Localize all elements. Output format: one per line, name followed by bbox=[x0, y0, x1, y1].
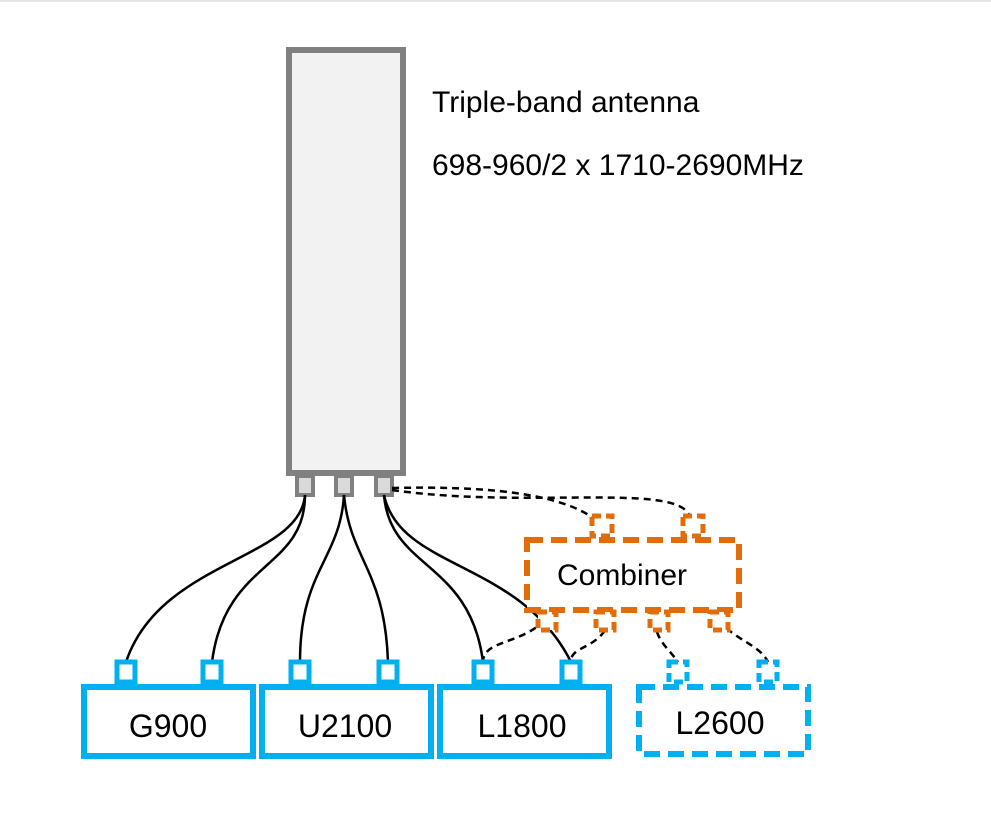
antenna-ports bbox=[295, 474, 394, 497]
radio-u2100-label: U2100 bbox=[298, 708, 392, 744]
antenna-body bbox=[286, 47, 406, 476]
radio-g900-box bbox=[81, 684, 256, 759]
cable-antenna-combiner-b bbox=[391, 488, 692, 521]
combiner-port-out-4 bbox=[707, 609, 731, 633]
radio-l2600-port-2 bbox=[756, 659, 780, 685]
radio-l2600: L2600 bbox=[636, 659, 811, 757]
radio-l1800-box bbox=[437, 684, 612, 759]
radio-u2100-box bbox=[259, 684, 434, 759]
combiner-label: Combiner bbox=[557, 559, 687, 592]
radio-g900-port-1 bbox=[114, 659, 138, 685]
radio-l2600-box bbox=[636, 684, 811, 757]
antenna-title: Triple-band antenna bbox=[432, 86, 700, 119]
radio-g900-label: G900 bbox=[129, 708, 207, 744]
cable-antenna-combiner-a bbox=[391, 486, 597, 521]
radio-l1800-port-2 bbox=[559, 659, 583, 685]
radio-u2100-port-2 bbox=[376, 659, 400, 685]
combiner-port-out-1 bbox=[535, 609, 559, 633]
cable-g900-b bbox=[210, 494, 307, 663]
solid-cables bbox=[124, 494, 573, 663]
combiner-box bbox=[524, 537, 742, 613]
cable-u2100-b bbox=[342, 494, 390, 663]
antenna-frequency: 698-960/2 x 1710-2690MHz bbox=[432, 149, 804, 182]
combiner-port-in-1 bbox=[589, 513, 615, 539]
combiner-port-out-2 bbox=[593, 609, 617, 633]
combiner-port-out-3 bbox=[647, 609, 671, 633]
radio-u2100-port-1 bbox=[288, 659, 312, 685]
top-divider bbox=[0, 0, 991, 2]
cable-g900-a bbox=[124, 494, 307, 663]
radio-g900: G900 bbox=[81, 659, 256, 759]
combiner-port-in-2 bbox=[680, 513, 706, 539]
antenna-port-2 bbox=[334, 474, 354, 497]
radio-g900-port-2 bbox=[200, 659, 224, 685]
antenna-port-1 bbox=[295, 474, 315, 497]
radio-l1800: L1800 bbox=[437, 659, 612, 759]
cable-l1800-a bbox=[382, 494, 485, 663]
radio-l2600-label: L2600 bbox=[676, 705, 765, 741]
cable-combiner-l2600-b bbox=[717, 619, 770, 663]
radio-l2600-port-1 bbox=[666, 659, 690, 685]
antenna-port-3 bbox=[374, 474, 394, 497]
radio-u2100: U2100 bbox=[259, 659, 434, 759]
radio-l1800-label: L1800 bbox=[478, 708, 567, 744]
cable-u2100-a bbox=[298, 494, 346, 663]
radio-l1800-port-1 bbox=[471, 659, 495, 685]
combiner: Combiner bbox=[524, 513, 742, 633]
